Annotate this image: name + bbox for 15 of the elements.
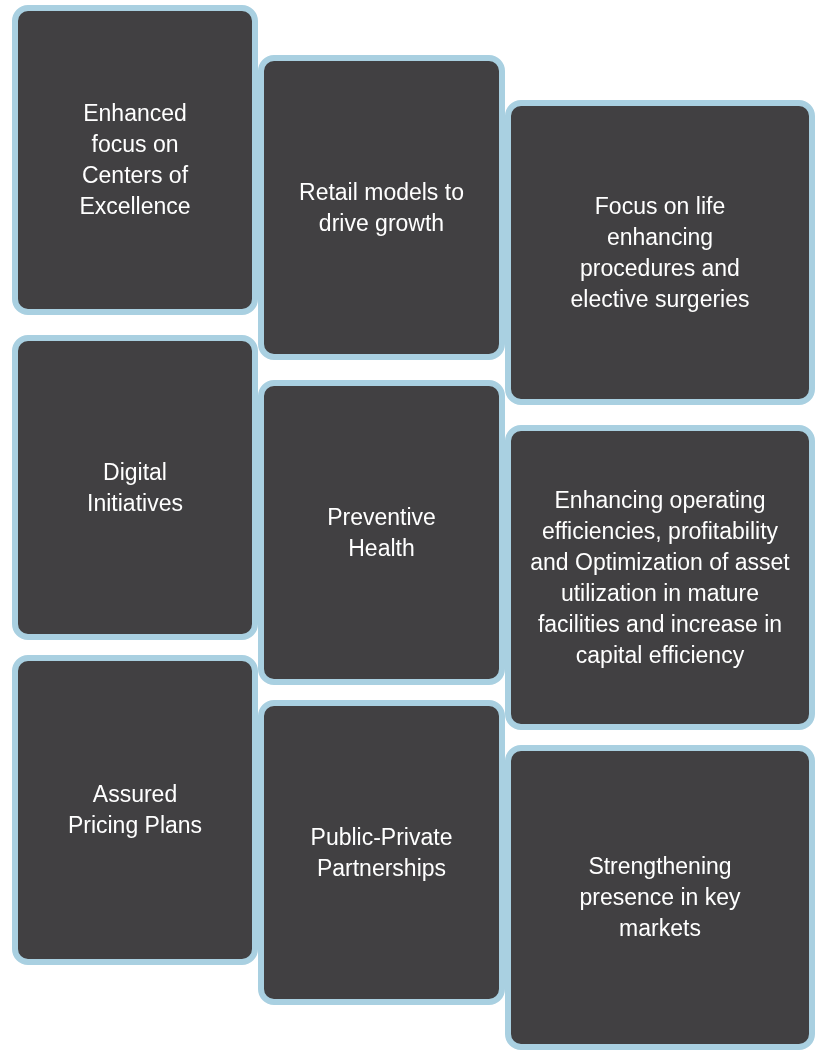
card-text: Public-Private Partnerships: [309, 822, 454, 883]
card-text: Digital Initiatives: [86, 457, 184, 518]
card-text: Enhanced focus on Centers of Excellence: [78, 99, 192, 221]
card-text: Assured Pricing Plans: [66, 780, 204, 840]
strategy-card: [12, 335, 258, 640]
strategy-card: [505, 425, 815, 730]
strategy-card: [12, 5, 258, 315]
card-text: Retail models to drive growth: [298, 177, 465, 238]
card-text: Focus on life enhancing procedures and elective surgeries: [569, 191, 751, 314]
card-text: Enhancing operating efficiencies, profitability and Optimization of asset utilization in mature facilities and increase in capital efficiency: [529, 485, 791, 670]
strategy-card: [12, 655, 258, 965]
card-text: Strengthening presence in key markets: [578, 852, 742, 943]
strategy-card: [505, 745, 815, 1050]
card-text: Preventive Health: [326, 502, 437, 563]
strategy-card: [505, 100, 815, 405]
